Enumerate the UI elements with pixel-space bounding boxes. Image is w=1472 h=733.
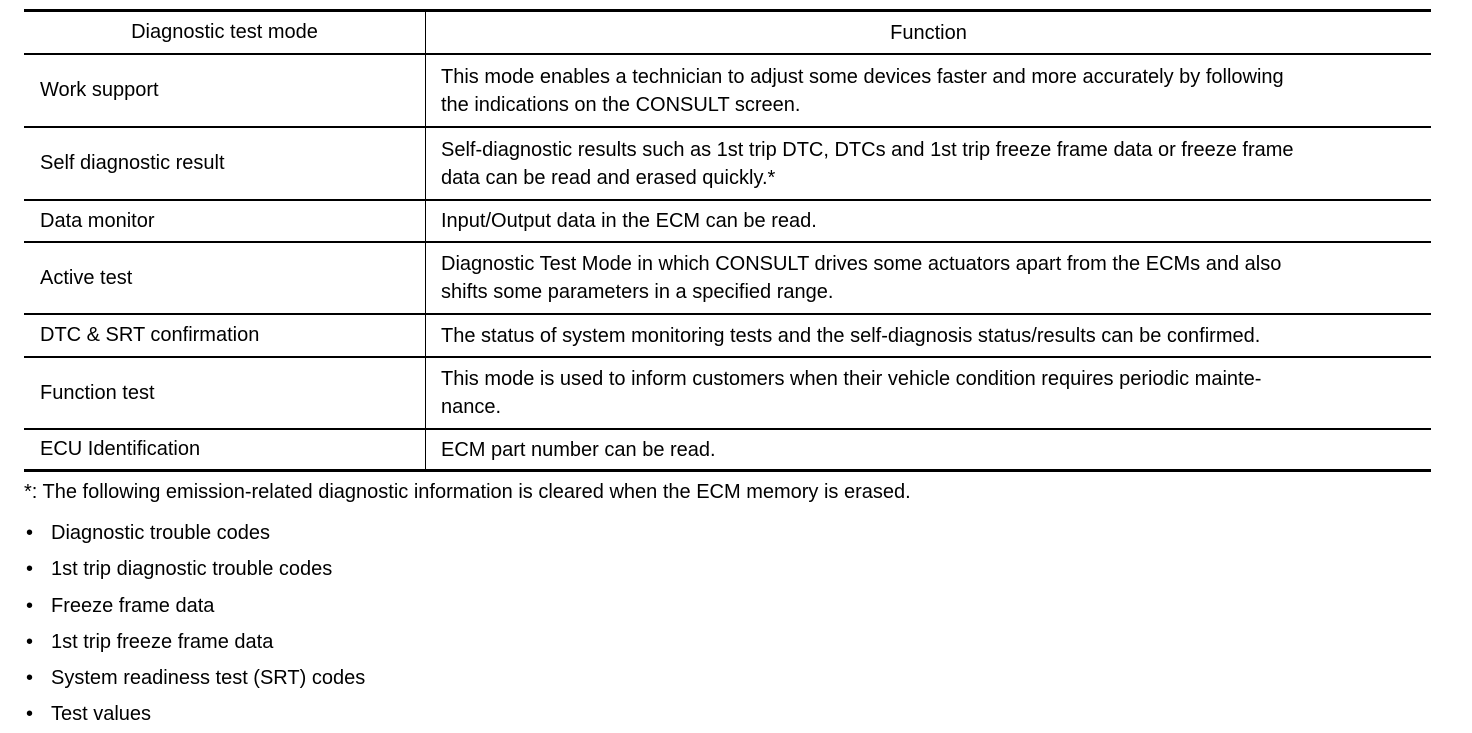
diagnostic-mode-table: Diagnostic test mode Function Work suppo… bbox=[24, 9, 1431, 472]
function-text-line: data can be read and erased quickly.* bbox=[441, 166, 776, 189]
list-item-text: Freeze frame data bbox=[51, 594, 215, 617]
bullet-icon: • bbox=[26, 703, 34, 726]
footnote-text: *: The following emission-related diagno… bbox=[24, 481, 911, 503]
list-item-text: 1st trip freeze frame data bbox=[51, 630, 274, 653]
table-header: Diagnostic test mode Function bbox=[24, 12, 1431, 53]
mode-cell: DTC & SRT confirmation bbox=[24, 315, 426, 356]
function-cell: The status of system monitoring tests an… bbox=[426, 315, 1431, 356]
list-item: • System readiness test (SRT) codes bbox=[24, 660, 911, 696]
bullet-icon: • bbox=[26, 594, 34, 617]
table-row: Function test This mode is used to inform… bbox=[24, 356, 1431, 428]
table-row: Work support This mode enables a technici… bbox=[24, 53, 1431, 126]
bullet-icon: • bbox=[26, 558, 34, 581]
function-text-line: nance. bbox=[441, 396, 502, 418]
bullet-icon: • bbox=[26, 522, 34, 544]
table-row: Self diagnostic result Self-diagnostic re… bbox=[24, 126, 1431, 199]
function-text-line: Input/Output data in the ECM can be read… bbox=[441, 210, 817, 232]
mode-cell: ECU Identification bbox=[24, 430, 426, 469]
mode-cell: Active test bbox=[24, 243, 426, 313]
list-item-text: System readiness test (SRT) codes bbox=[51, 667, 366, 690]
header-function: Function bbox=[890, 21, 967, 44]
list-item-text: Test values bbox=[51, 703, 152, 726]
list-item: • 1st trip freeze frame data bbox=[24, 624, 911, 660]
function-text-line: This mode enables a technician to adjust… bbox=[441, 65, 1284, 88]
function-cell: This mode is used to inform customers wh… bbox=[426, 358, 1431, 428]
list-item: • 1st trip diagnostic trouble codes bbox=[24, 551, 911, 587]
list-item: • Test values bbox=[24, 696, 911, 732]
mode-cell: Work support bbox=[24, 55, 426, 126]
function-cell: Self-diagnostic results such as 1st trip… bbox=[426, 128, 1431, 199]
list-item: • Diagnostic trouble codes bbox=[24, 515, 911, 551]
function-cell: ECM part number can be read. bbox=[426, 430, 1431, 469]
table-row: Active test Diagnostic Test Mode in which… bbox=[24, 241, 1431, 313]
function-cell: This mode enables a technician to adjust… bbox=[426, 55, 1431, 126]
mode-cell: Data monitor bbox=[24, 201, 426, 241]
function-text-line: This mode is used to inform customers wh… bbox=[441, 368, 1262, 390]
mode-cell: Self diagnostic result bbox=[24, 128, 426, 199]
mode-cell: Function test bbox=[24, 358, 426, 428]
function-cell: Diagnostic Test Mode in which CONSULT dr… bbox=[426, 243, 1431, 313]
function-text-line: Diagnostic Test Mode in which CONSULT dr… bbox=[441, 253, 1282, 275]
function-text-line: the indications on the CONSULT screen. bbox=[441, 93, 801, 116]
function-text-line: ECM part number can be read. bbox=[441, 438, 716, 461]
bullet-icon: • bbox=[26, 630, 34, 653]
function-cell: Input/Output data in the ECM can be read… bbox=[426, 201, 1431, 241]
function-text-line: The status of system monitoring tests an… bbox=[441, 324, 1261, 347]
table-row: DTC & SRT confirmation The status of syst… bbox=[24, 313, 1431, 356]
function-text-line: shifts some parameters in a specified ra… bbox=[441, 281, 834, 303]
footnote: *: The following emission-related diagno… bbox=[24, 480, 911, 733]
list-item-text: 1st trip diagnostic trouble codes bbox=[51, 558, 333, 581]
table-row: ECU Identification ECM part number can be… bbox=[24, 428, 1431, 469]
list-item: • Freeze frame data bbox=[24, 588, 911, 624]
footnote-list: • Diagnostic trouble codes • 1st trip diagn… bbox=[24, 515, 911, 733]
header-diagnostic-test-mode: Diagnostic test mode bbox=[24, 12, 426, 53]
list-item-text: Diagnostic trouble codes bbox=[51, 522, 271, 544]
table-row: Data monitor Input/Output data in the ECM… bbox=[24, 199, 1431, 241]
bullet-icon: • bbox=[26, 667, 34, 690]
function-text-line: Self-diagnostic results such as 1st trip… bbox=[441, 138, 1294, 161]
